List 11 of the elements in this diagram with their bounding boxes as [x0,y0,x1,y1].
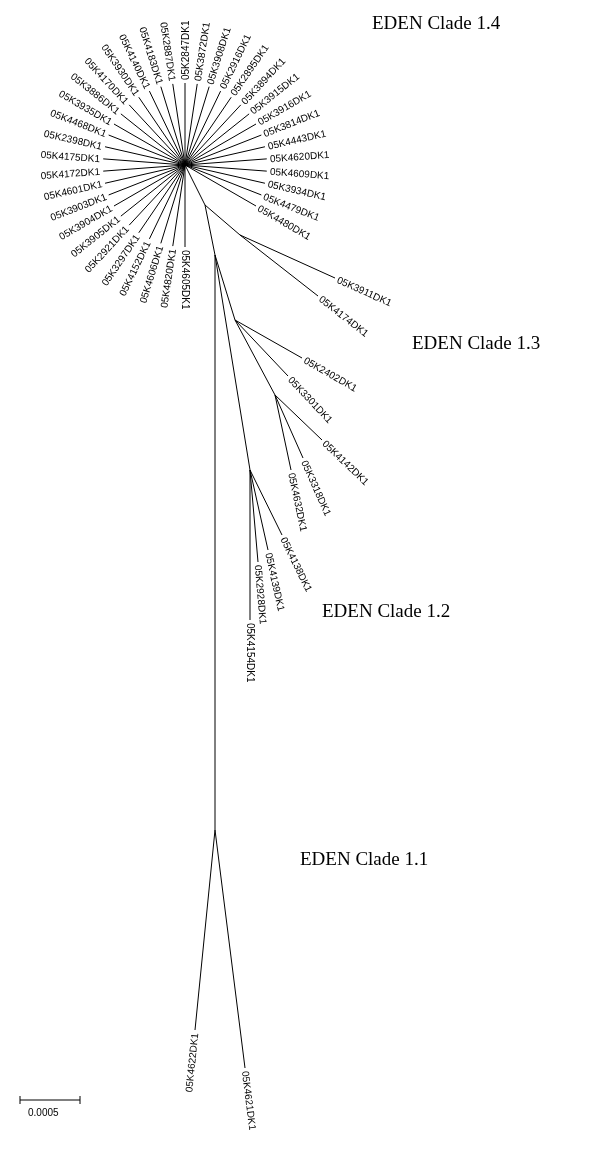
taxon-label: 05K4154DK1 [244,623,256,683]
taxon-label: 05K4172DK1 [40,165,101,182]
clade-label: EDEN Clade 1.3 [412,332,541,354]
taxon-label: 05K2847DK1 [179,20,191,80]
clade-label: EDEN Clade 1.4 [372,12,501,34]
clade-label: EDEN Clade 1.1 [300,848,429,870]
scale-value: 0.0005 [28,1107,59,1118]
taxon-label: 05K4605DK1 [179,250,191,310]
taxon-label: 05K4621DK1 [239,1070,259,1131]
clade-label: EDEN Clade 1.2 [322,600,451,622]
taxon-label: 05K4622DK1 [183,1032,201,1093]
